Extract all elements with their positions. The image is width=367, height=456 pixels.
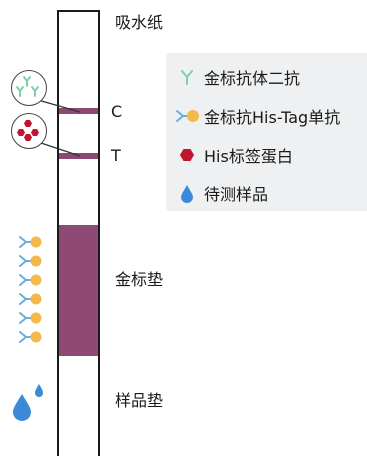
gold-antibody-icon [19, 312, 42, 324]
legend-item-secondary-antibody: 金标抗体二抗 [174, 65, 300, 89]
conjugate-pad-region [59, 225, 98, 356]
gold-antibody-column [19, 236, 42, 343]
t-line-zoom-circle [11, 113, 47, 149]
gold-antibody-icon [19, 274, 42, 286]
gold-antibody-icon [19, 331, 42, 343]
conjugate-pad-label: 金标垫 [115, 270, 164, 289]
gold-antibody-icon [19, 236, 42, 248]
his-protein-icon [174, 145, 200, 165]
his-protein-cluster-icon [17, 120, 39, 141]
c-line-label: C [111, 102, 123, 121]
legend-text: 金标抗His-Tag单抗 [204, 108, 341, 127]
legend-text: His标签蛋白 [204, 147, 293, 166]
gold-his-tag-antibody-icon [174, 106, 200, 126]
legend-text: 金标抗体二抗 [204, 69, 301, 88]
gold-antibody-icon [19, 255, 42, 267]
legend-box: 金标抗体二抗 金标抗His-Tag单抗 His标签蛋白 待测样品 [166, 53, 367, 211]
sample-drop-icon [174, 183, 200, 203]
gold-secondary-antibody-icon [174, 67, 200, 87]
test-strip [57, 10, 100, 456]
legend-text: 待测样品 [204, 185, 269, 204]
secondary-antibody-cluster-icon [16, 76, 39, 97]
sample-drops-icon [13, 384, 43, 421]
gold-antibody-icon [19, 293, 42, 305]
t-line-label: T [111, 146, 121, 165]
legend-item-his-tag-antibody: 金标抗His-Tag单抗 [174, 104, 340, 128]
legend-item-his-protein: His标签蛋白 [174, 143, 293, 167]
absorbent-pad-label: 吸水纸 [115, 13, 164, 32]
sample-pad-label: 样品垫 [115, 391, 164, 410]
c-line-zoom-circle [11, 70, 47, 106]
legend-item-sample: 待测样品 [174, 181, 268, 205]
